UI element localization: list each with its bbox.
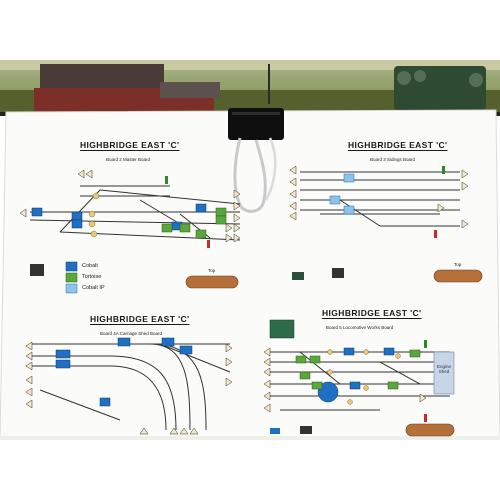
brass-plate-icon: [405, 423, 455, 437]
legend-cobalt: Cobalt: [82, 263, 98, 269]
legend-cobalt-ip: Cobalt IP: [82, 285, 105, 291]
panel-3-title: HIGHBRIDGE EAST 'C': [90, 314, 190, 324]
circuit-board-icon: [269, 319, 295, 339]
panel-2-subtitle: Board 3 Sidings Board: [370, 157, 416, 162]
cobalt-swatch: [65, 261, 78, 272]
legend-tortoise: Tortoise: [82, 274, 102, 280]
module-photo-icon-3: [300, 426, 312, 434]
top-label-1: Top: [208, 268, 216, 273]
panel-4-title: HIGHBRIDGE EAST 'C': [322, 308, 422, 318]
brass-plate-icon: [185, 275, 239, 289]
device-photo-icon: [30, 264, 44, 276]
engine-shed-label: Engine Shed: [436, 364, 451, 374]
module-photo-icon-1: [292, 272, 304, 280]
panel-1-title: HIGHBRIDGE EAST 'C': [80, 140, 180, 150]
tortoise-swatch: [65, 272, 78, 283]
top-label-2: Top: [454, 262, 462, 267]
brass-plate-icon: [433, 269, 483, 283]
cobalt-ip-swatch: [65, 283, 78, 294]
panel-1-subtitle: Board 2 Master Board: [106, 157, 151, 162]
panel-2-title: HIGHBRIDGE EAST 'C': [348, 140, 448, 150]
panel-3-subtitle: Board 4A Carriage Shed Board: [100, 331, 163, 336]
turntable-icon: [317, 381, 339, 403]
engine-shed-block: [433, 351, 455, 395]
module-photo-icon-2: [332, 268, 344, 278]
panel-4-subtitle: Board 5 Locomotive Works Board: [326, 325, 394, 330]
